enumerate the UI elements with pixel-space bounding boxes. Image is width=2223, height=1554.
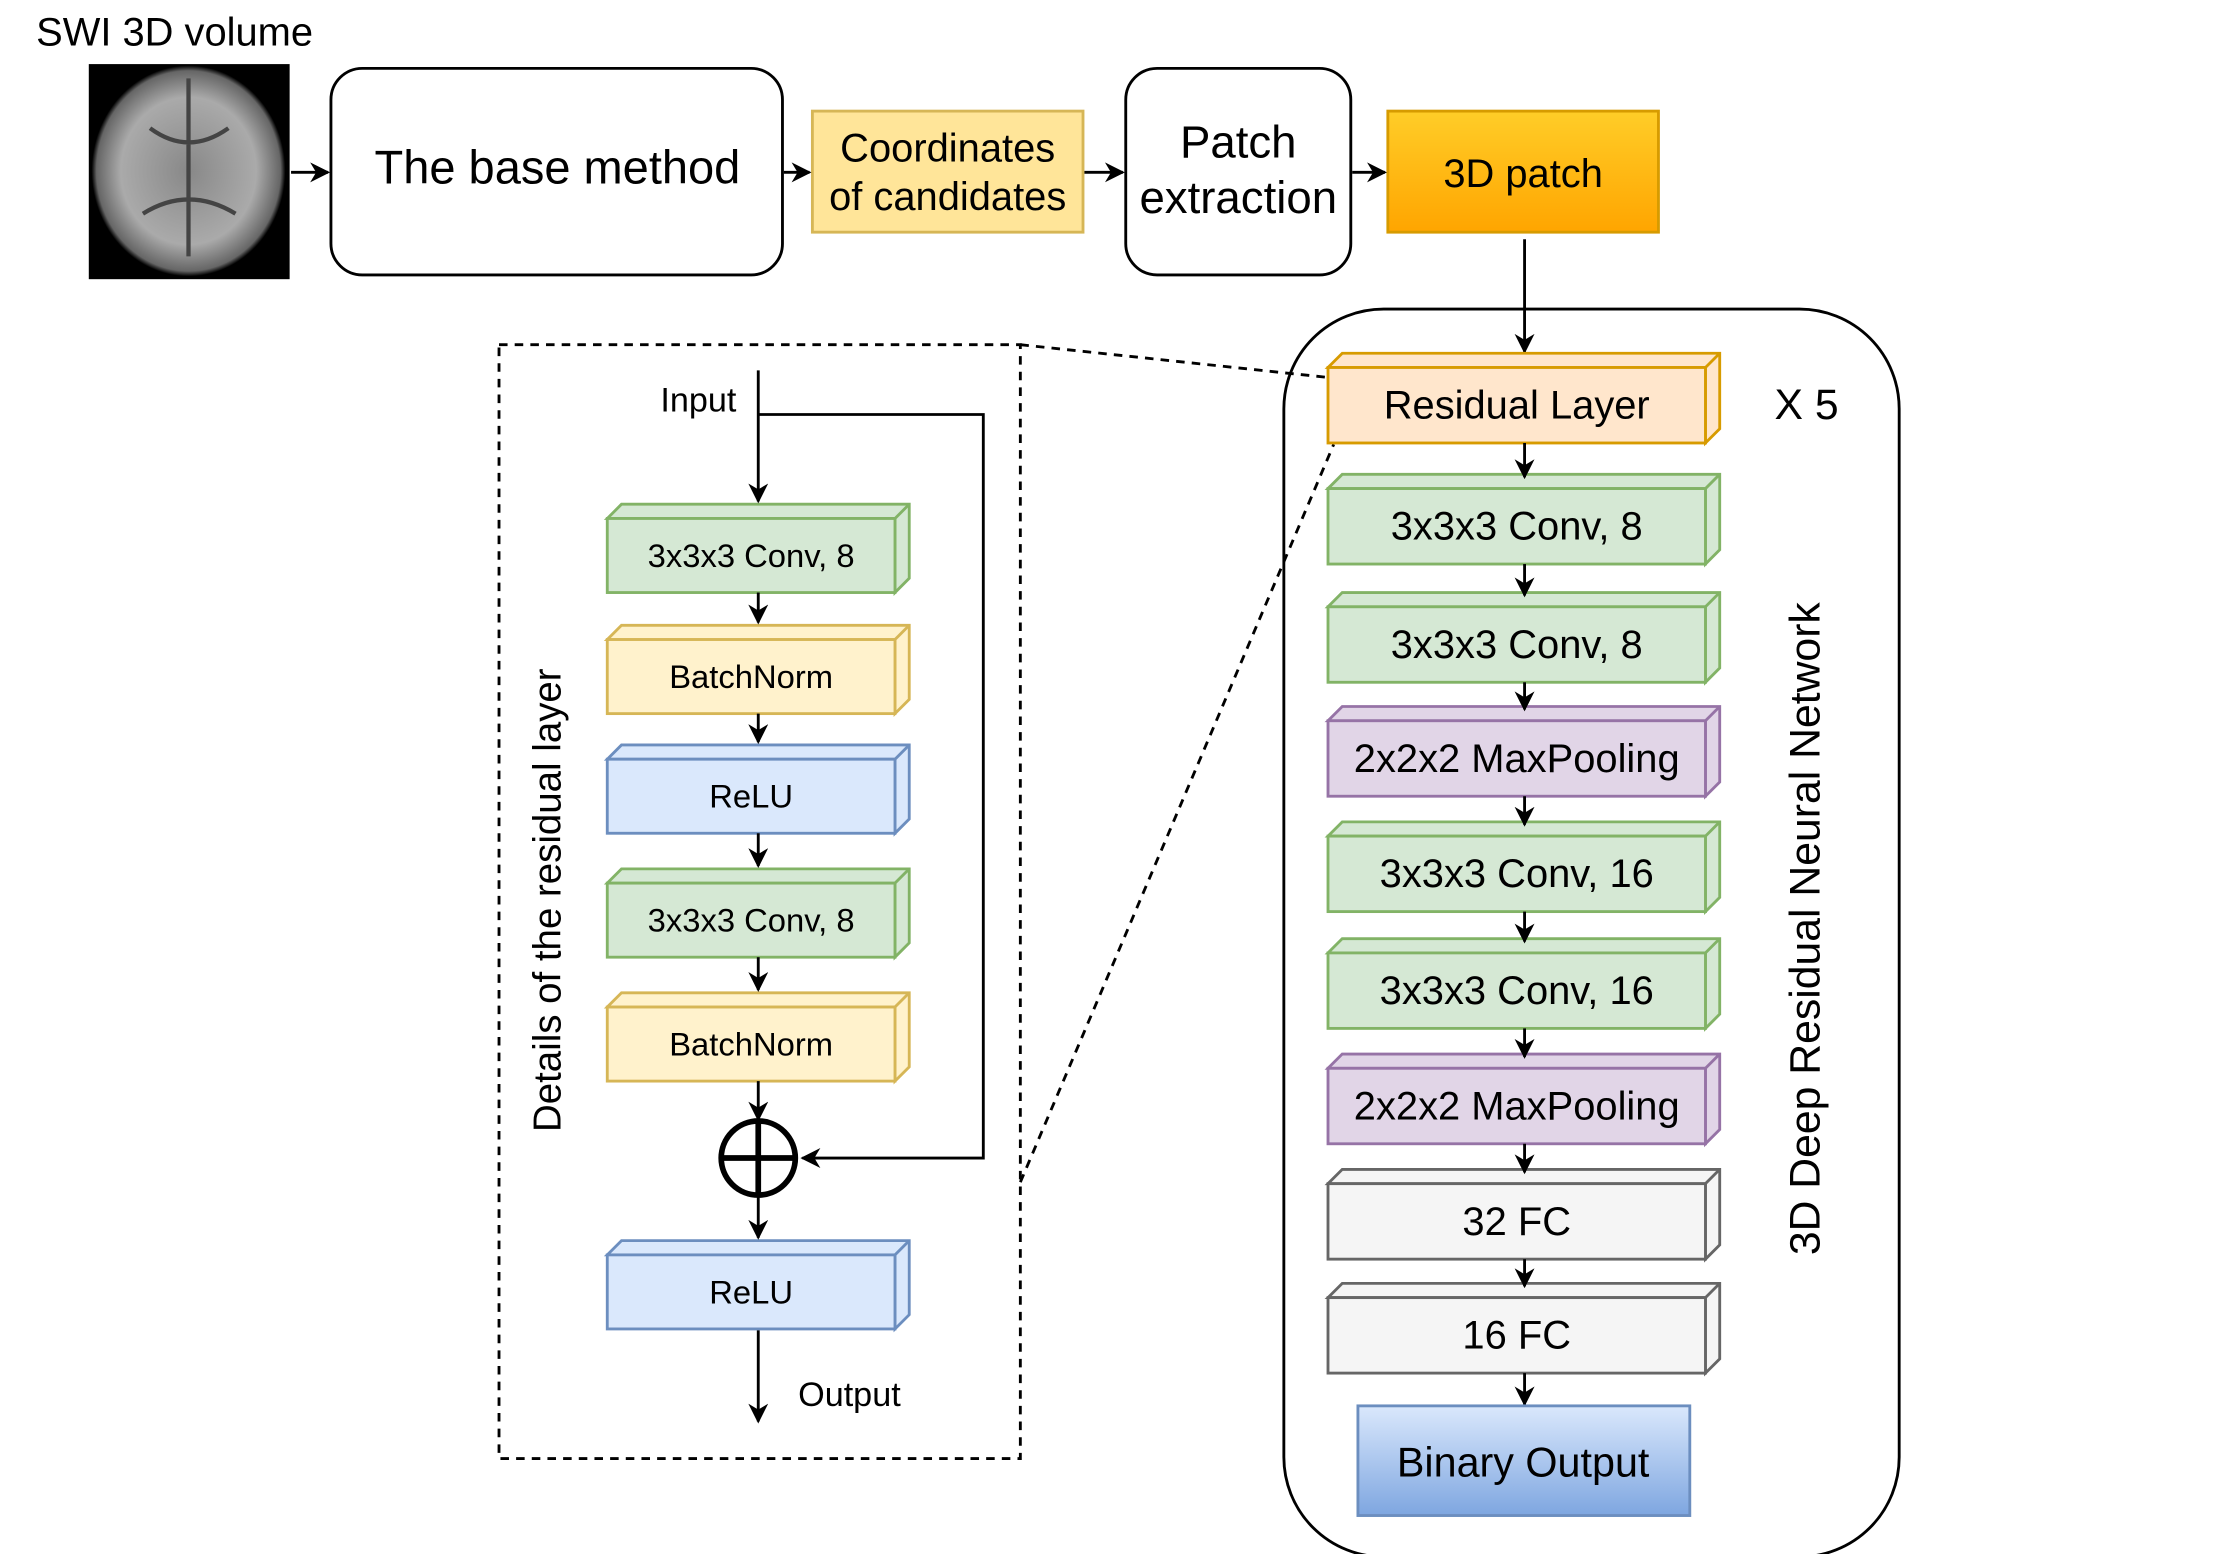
zoom-line-bottom [1019,443,1336,1183]
network-layer-2: 3x3x3 Conv, 8 [1324,591,1722,686]
network-layer-3-label: 2x2x2 MaxPooling [1354,737,1680,781]
patch-label-2: extraction [1139,172,1337,223]
network-layer-1: 3x3x3 Conv, 8 [1324,472,1722,568]
3d-patch-label: 3D patch [1443,152,1603,196]
network-layer-2-label: 3x3x3 Conv, 8 [1391,623,1643,667]
network-layer-4-label: 3x3x3 Conv, 16 [1380,852,1654,896]
network-layer-8-label: 16 FC [1462,1314,1571,1358]
network-layer-5: 3x3x3 Conv, 16 [1324,937,1722,1032]
detail-layer-4-label: BatchNorm [669,1026,833,1063]
binary-output-label: Binary Output [1397,1440,1650,1486]
network-layer-5-label: 3x3x3 Conv, 16 [1380,969,1654,1013]
network-layer-0-label: Residual Layer [1384,384,1650,428]
coordinates-label-1: Coordinates [840,127,1055,171]
pipeline-arrows [291,162,1535,354]
detail-layer-5: ReLU [603,1239,911,1333]
repeat-label: X 5 [1775,381,1839,429]
input-label: SWI 3D volume [36,11,313,55]
add-operator [718,1118,799,1198]
detail-panel [497,343,1022,1460]
zoom-line-top [1020,343,1329,379]
patch-label-1: Patch [1180,116,1297,167]
network-layer-7-label: 32 FC [1462,1200,1571,1244]
network-layer-1-label: 3x3x3 Conv, 8 [1391,505,1643,549]
binary-output-box [1356,1404,1692,1517]
detail-input-label: Input [660,382,737,420]
detail-layer-5-label: ReLU [709,1273,793,1310]
detail-layer-2: ReLU [603,743,911,837]
detail-layer-4: BatchNorm [603,991,911,1085]
coordinates-box [810,109,1085,234]
network-title: 3D Deep Residual Neural Network [1781,602,1829,1256]
detail-layer-0-label: 3x3x3 Conv, 8 [648,537,855,574]
detail-layer-1-label: BatchNorm [669,658,833,695]
detail-layer-3: 3x3x3 Conv, 8 [603,867,911,961]
patch-extraction-box [1124,66,1353,277]
network-layer-7: 32 FC [1324,1167,1722,1263]
detail-layer-2-label: ReLU [709,778,793,815]
detail-layer-3-label: 3x3x3 Conv, 8 [648,902,855,939]
base-method-box [329,66,784,277]
detail-layer-1: BatchNorm [603,623,911,718]
detail-title: Details of the residual layer [526,668,569,1132]
network-layer-4: 3x3x3 Conv, 16 [1324,820,1722,916]
coordinates-label-2: of candidates [829,175,1066,219]
network-layer-3: 2x2x2 MaxPooling [1324,705,1722,800]
3d-patch-box [1386,109,1660,234]
network-layer-6-label: 2x2x2 MaxPooling [1354,1084,1680,1128]
network-layer-6: 2x2x2 MaxPooling [1324,1052,1722,1148]
network-panel [1282,307,1901,1554]
base-method-label: The base method [375,140,741,193]
network-layer-8: 16 FC [1324,1281,1722,1377]
detail-output-label: Output [798,1376,901,1414]
detail-skip-connection [758,413,985,1168]
detail-layer-0: 3x3x3 Conv, 8 [603,502,911,596]
network-layer-0: Residual Layer [1324,351,1722,447]
